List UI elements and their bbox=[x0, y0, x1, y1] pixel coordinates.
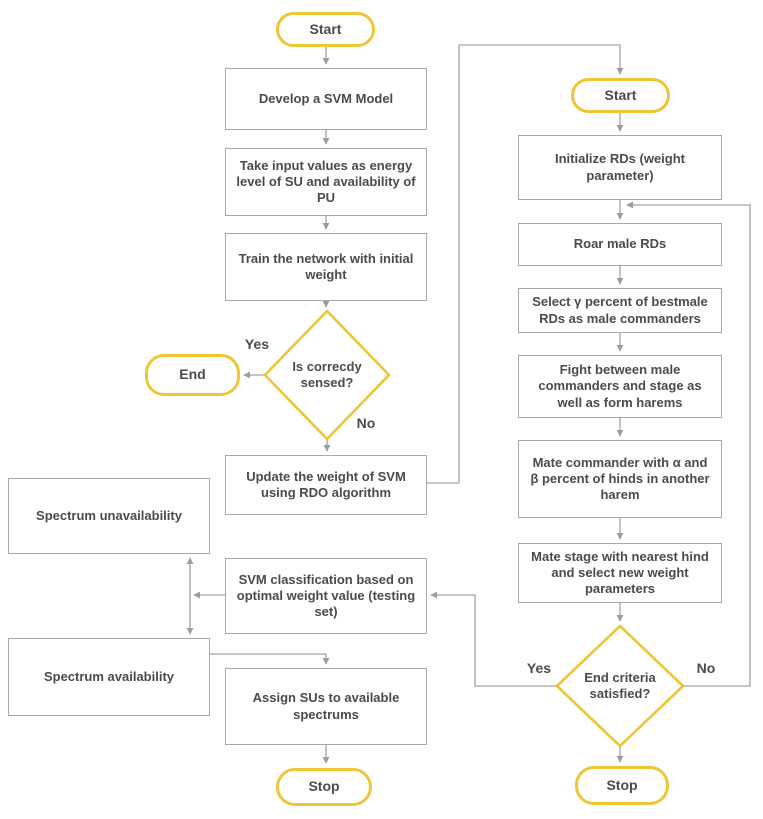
take-input-values-box: Take input values as energy level of SU … bbox=[225, 148, 427, 216]
right-no-label: No bbox=[696, 660, 716, 676]
svm-classification-label: SVM classification based on optimal weig… bbox=[236, 571, 416, 620]
end-label: End bbox=[179, 366, 206, 383]
left-stop-label: Stop bbox=[308, 778, 340, 795]
left-decision-text: Is correcdy sensed? bbox=[270, 350, 384, 400]
right-decision-label: End criteria satisfied? bbox=[584, 670, 656, 701]
arrow-avail-assign bbox=[210, 653, 330, 665]
take-input-values-label: Take input values as energy level of SU … bbox=[236, 157, 416, 206]
left-decision-label: Is correcdy sensed? bbox=[292, 359, 362, 390]
spectrum-availability-label: Spectrum availability bbox=[43, 668, 175, 684]
right-stop-terminal: Stop bbox=[575, 766, 669, 805]
left-decision-diamond bbox=[263, 309, 391, 441]
left-stop-terminal: Stop bbox=[276, 768, 372, 806]
left-yes-label: Yes bbox=[244, 336, 270, 352]
spectrum-unavailability-label: Spectrum unavailability bbox=[36, 507, 182, 523]
right-start-label: Start bbox=[604, 86, 637, 103]
initialize-rds-label: Initialize RDs (weight parameter) bbox=[554, 151, 685, 183]
select-gamma-label: Select γ percent of bestmale RDs as male… bbox=[532, 294, 708, 326]
left-no-label: No bbox=[356, 415, 376, 431]
roar-male-rds-box: Roar male RDs bbox=[518, 223, 722, 266]
fight-commanders-box: Fight between male commanders and stage … bbox=[518, 355, 722, 418]
spectrum-availability-box: Spectrum availability bbox=[8, 638, 210, 716]
update-weight-label: Update the weight of SVM using RDO algor… bbox=[246, 468, 406, 500]
assign-sus-box: Assign SUs to available spectrums bbox=[225, 668, 427, 745]
mate-stage-label: Mate stage with nearest hind and select … bbox=[531, 548, 709, 597]
mate-stage-box: Mate stage with nearest hind and select … bbox=[518, 543, 722, 603]
develop-svm-model-box: Develop a SVM Model bbox=[225, 68, 427, 130]
spectrum-unavailability-box: Spectrum unavailability bbox=[8, 478, 210, 554]
right-decision-text: End criteria satisfied? bbox=[562, 661, 678, 711]
develop-svm-model-label: Develop a SVM Model bbox=[258, 90, 394, 106]
left-start-label: Start bbox=[309, 20, 342, 37]
right-decision-diamond bbox=[555, 624, 685, 748]
right-start-terminal: Start bbox=[571, 78, 670, 113]
mate-commander-box: Mate commander with α and β percent of h… bbox=[518, 440, 722, 518]
left-start-terminal: Start bbox=[276, 12, 375, 47]
select-gamma-box: Select γ percent of bestmale RDs as male… bbox=[518, 288, 722, 333]
arrow-update-rstart bbox=[427, 44, 624, 484]
initialize-rds-box: Initialize RDs (weight parameter) bbox=[518, 135, 722, 200]
svm-classification-box: SVM classification based on optimal weig… bbox=[225, 558, 427, 634]
right-yes-label: Yes bbox=[526, 660, 552, 676]
end-terminal: End bbox=[145, 354, 240, 396]
train-network-label: Train the network with initial weight bbox=[238, 250, 414, 282]
roar-male-rds-label: Roar male RDs bbox=[573, 236, 667, 252]
mate-commander-label: Mate commander with α and β percent of h… bbox=[530, 454, 710, 503]
assign-sus-label: Assign SUs to available spectrums bbox=[252, 690, 400, 722]
arrow-decision-yes-svmclass bbox=[430, 591, 556, 687]
train-network-box: Train the network with initial weight bbox=[225, 233, 427, 301]
right-stop-label: Stop bbox=[606, 776, 638, 793]
update-weight-box: Update the weight of SVM using RDO algor… bbox=[225, 455, 427, 515]
fight-commanders-label: Fight between male commanders and stage … bbox=[538, 362, 702, 410]
arrow-decision-no-loop bbox=[626, 201, 751, 687]
